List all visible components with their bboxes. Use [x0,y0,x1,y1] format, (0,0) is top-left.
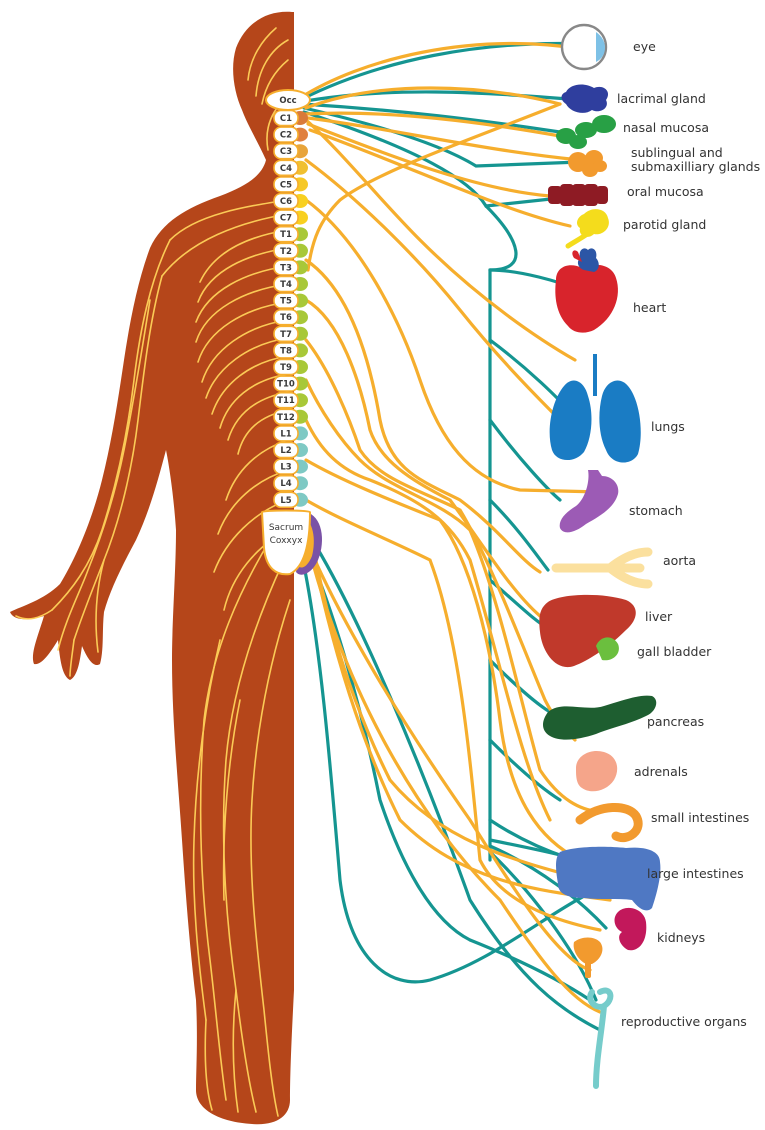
vertebra-label-l5: L5 [280,496,291,506]
label-lacrimal-gland: lacrimal gland [617,91,706,106]
reproductive-organs-organ [590,991,610,1086]
liver-organ [539,595,635,667]
small-intestines-organ [580,807,638,837]
kidneys-organ [615,908,647,950]
vertebra-label-c5: C5 [280,180,292,190]
label-parotid-gland: parotid gland [623,217,706,232]
vertebra-label-l3: L3 [280,463,291,473]
vertebra-label-c3: C3 [280,147,292,157]
vertebra-label-t3: T3 [280,263,292,273]
bladder-organ [574,938,603,979]
eye-organ [562,25,606,69]
stomach-organ [560,470,619,532]
vertebra-label-l1: L1 [280,429,291,439]
body-silhouette [10,12,294,1124]
occipital-label: Occ [279,96,296,106]
vertebra-label-l2: L2 [280,446,291,456]
heart-organ [555,248,618,332]
label-reproductive-organs: reproductive organs [621,1014,747,1029]
label-pancreas: pancreas [647,714,704,729]
nasal-mucosa-organ [556,115,616,149]
label-nasal-mucosa: nasal mucosa [623,120,709,135]
vertebra-label-t2: T2 [280,247,292,257]
label-small-intestines: small intestines [651,810,749,825]
oral-mucosa-organ [548,184,608,206]
pancreas-organ [543,696,656,740]
vertebra-label-t6: T6 [280,313,292,323]
vertebra-label-c7: C7 [280,214,292,224]
vertebra-label-t9: T9 [280,363,292,373]
label-lungs: lungs [651,419,685,434]
vertebra-label-t5: T5 [280,297,292,307]
aorta-organ [556,552,648,584]
vertebra-label-t4: T4 [280,280,292,290]
label-sublingual-1: sublingual and [631,145,723,160]
label-aorta: aorta [663,553,696,568]
vertebra-label-t12: T12 [277,413,295,423]
gall-bladder-organ [596,637,619,660]
vertebra-label-l4: L4 [280,479,291,489]
vertebra-label-t1: T1 [280,230,292,240]
vertebra-label-t7: T7 [280,330,292,340]
adrenals-organ [576,751,617,791]
lungs-organ [550,354,641,463]
label-large-intestines: large intestines [647,866,744,881]
vertebra-label-t11: T11 [277,396,295,406]
sublingual-glands-organ [568,150,607,177]
sacrum-label: Sacrum [269,523,303,533]
sacrum-coccyx: Sacrum Coxxyx [262,511,322,575]
vertebra-label-c1: C1 [280,114,292,124]
label-gall-bladder: gall bladder [637,644,712,659]
label-heart: heart [633,300,666,315]
label-oral-mucosa: oral mucosa [627,184,704,199]
vertebra-label-t8: T8 [280,346,292,356]
body-shape [10,12,294,1124]
label-kidneys: kidneys [657,930,705,945]
coccyx-label: Coxxyx [270,536,303,546]
label-eye: eye [633,39,656,54]
label-liver: liver [645,609,673,624]
lacrimal-gland-organ [562,85,609,113]
vertebra-label-t10: T10 [277,380,295,390]
parotid-gland-organ [568,209,609,246]
label-stomach: stomach [629,503,683,518]
vertebra-label-c6: C6 [280,197,292,207]
label-adrenals: adrenals [634,764,688,779]
vertebra-label-c4: C4 [280,164,292,174]
vertebra-label-c2: C2 [280,131,292,141]
label-sublingual-2: submaxilliary glands [631,159,760,174]
